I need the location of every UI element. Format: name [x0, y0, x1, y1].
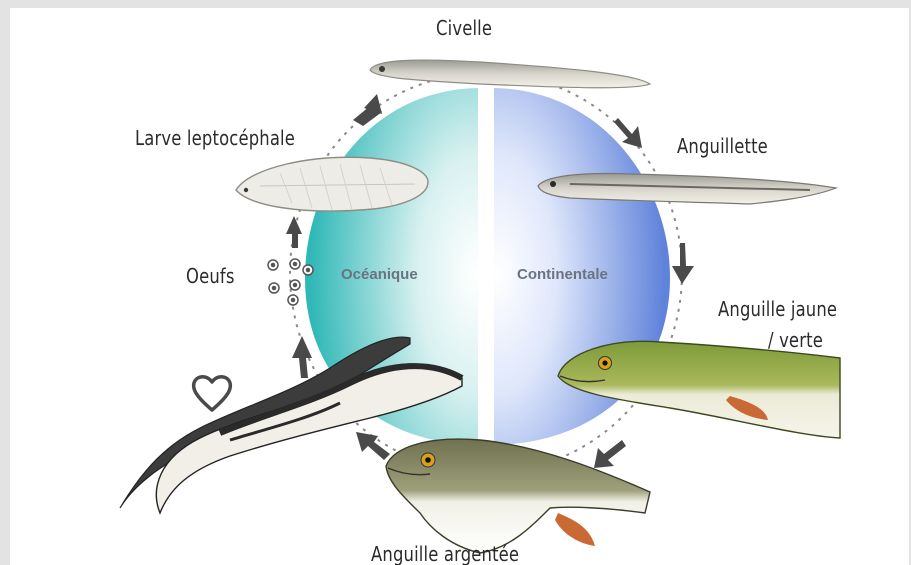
heart-icon	[194, 377, 231, 410]
label-continentale: Continentale	[517, 266, 608, 283]
label-larve-leptocephale: Larve leptocéphale	[135, 126, 295, 150]
label-civelle: Civelle	[436, 16, 492, 40]
larve-illustration	[236, 157, 428, 211]
label-anguillette: Anguillette	[677, 134, 768, 158]
civelle-illustration	[370, 60, 650, 88]
label-oceanique: Océanique	[341, 266, 418, 283]
label-anguille-argentee: Anguille argentée	[371, 542, 519, 565]
cycle-graphic	[10, 8, 911, 565]
anguille-jaune-illustration	[558, 341, 840, 438]
label-oeufs: Oeufs	[186, 264, 235, 288]
label-anguille-jaune-line1: Anguille jaune	[718, 297, 837, 321]
label-anguille-jaune-line2: / verte	[768, 328, 823, 352]
